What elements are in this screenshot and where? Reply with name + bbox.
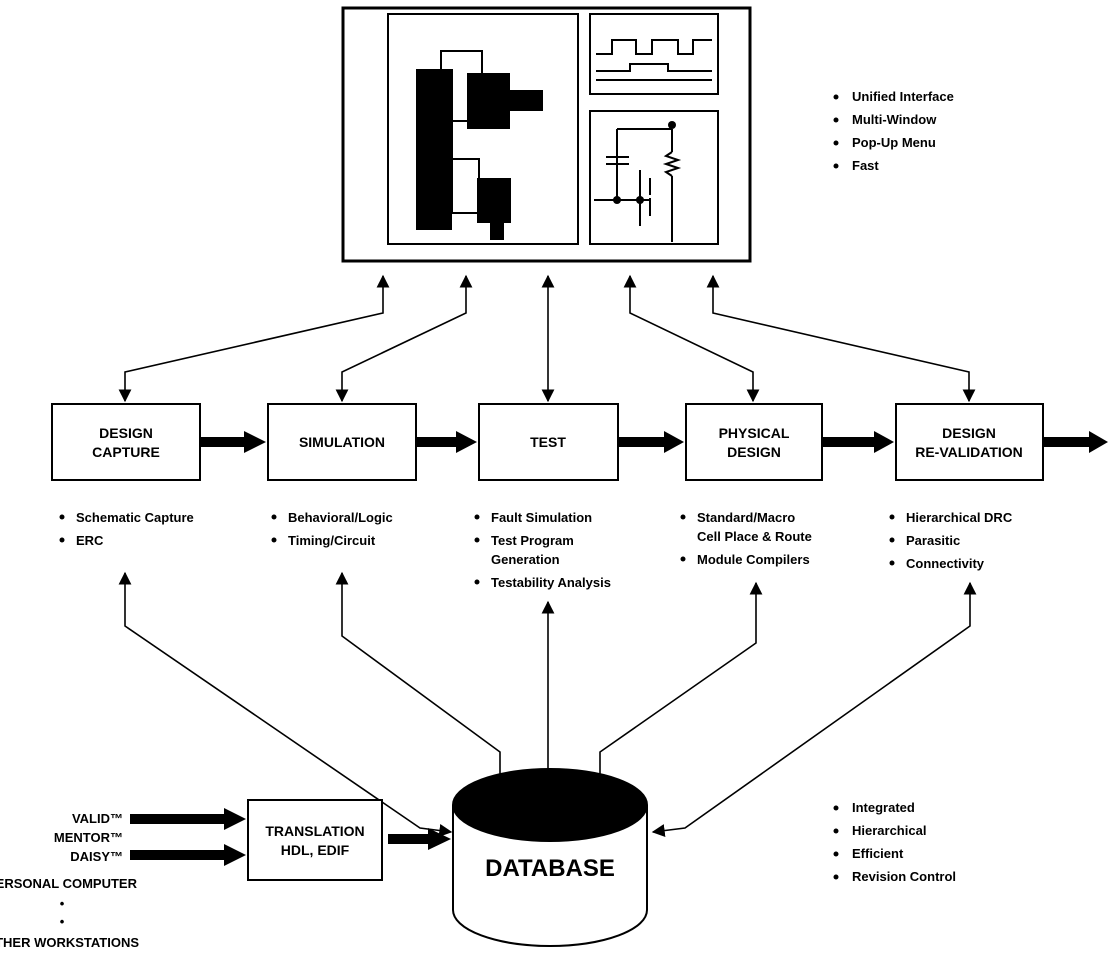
stage-bullets: Schematic Capture ERC Behavioral/Logic T…: [59, 510, 1013, 590]
stage-title: SIMULATION: [299, 434, 385, 450]
connector-arrow: [623, 274, 760, 403]
database-cylinder: DATABASE: [452, 768, 648, 947]
feature-item: Fast: [833, 158, 879, 173]
source-label: OTHER WORKSTATIONS: [0, 935, 139, 950]
stage-box-physical-design: [685, 403, 823, 481]
feature-label: Efficient: [852, 846, 904, 861]
feature-label: Hierarchical: [852, 823, 926, 838]
connector-arrow: [335, 571, 507, 797]
flow-arrow: [416, 431, 477, 453]
flow-arrow: [618, 431, 684, 453]
stage-title: DESIGN: [727, 444, 781, 460]
connector-arrow: [651, 581, 977, 837]
feature-item: Pop-Up Menu: [833, 135, 936, 150]
bullet-text: Test Program: [491, 533, 574, 548]
waveform-window: [589, 13, 719, 95]
source-label: PERSONAL COMPUTER: [0, 876, 138, 891]
source-dot: •: [60, 896, 65, 911]
connector-arrow: [118, 274, 390, 403]
connector-arrow: [593, 581, 763, 797]
workstation-display: Unified Interface Multi-Window Pop-Up Me…: [341, 6, 954, 263]
source-label: DAISY™: [70, 849, 123, 864]
translation-title: TRANSLATION: [265, 823, 364, 839]
bullet-text: Parasitic: [906, 533, 960, 548]
stage-box-simulation: [267, 403, 417, 481]
stage-box-design-revalidation: [895, 403, 1044, 481]
workstation-features: Unified Interface Multi-Window Pop-Up Me…: [833, 89, 954, 173]
stage-title: PHYSICAL: [719, 425, 790, 441]
feature-label: Revision Control: [852, 869, 956, 884]
feature-label: Fast: [852, 158, 879, 173]
connector-arrow: [118, 571, 453, 837]
stage-title: CAPTURE: [92, 444, 160, 460]
input-arrow: [130, 844, 246, 866]
bullet-text: ERC: [76, 533, 104, 548]
bullet-text: Standard/Macro: [697, 510, 795, 525]
stage-title: DESIGN: [942, 425, 996, 441]
connector-arrow: [335, 274, 473, 403]
feature-item: Unified Interface: [833, 89, 954, 104]
stage-boxes: DESIGN CAPTURE SIMULATION TEST PHYSICAL …: [51, 403, 1044, 481]
source-label: VALID™: [72, 811, 123, 826]
bullet-text: Schematic Capture: [76, 510, 194, 525]
bullet-text: Hierarchical DRC: [906, 510, 1013, 525]
translation-title: HDL, EDIF: [281, 842, 350, 858]
feature-label: Pop-Up Menu: [852, 135, 936, 150]
display-connectors: [118, 274, 976, 403]
bullet-text: Cell Place & Route: [697, 529, 812, 544]
bullet-text: Testability Analysis: [491, 575, 611, 590]
source-list: VALID™ MENTOR™ DAISY™ PERSONAL COMPUTER …: [0, 811, 139, 950]
flow-arrow: [1043, 431, 1108, 453]
bullet-text: Generation: [491, 552, 560, 567]
layout-window: [387, 13, 579, 245]
database-features: Integrated Hierarchical Efficient Revisi…: [833, 800, 956, 884]
flow-arrows: [200, 431, 1108, 453]
stage-title: TEST: [530, 434, 566, 450]
input-arrow: [130, 808, 246, 830]
stage-title: DESIGN: [99, 425, 153, 441]
translation-to-database-arrow: [388, 828, 451, 850]
stage-title: RE-VALIDATION: [915, 444, 1023, 460]
bullet-text: Timing/Circuit: [288, 533, 376, 548]
feature-label: Multi-Window: [852, 112, 937, 127]
input-arrows: [130, 808, 451, 866]
stage-box-design-capture: [51, 403, 201, 481]
bullet-text: Connectivity: [906, 556, 985, 571]
flow-arrow: [200, 431, 266, 453]
feature-label: Integrated: [852, 800, 915, 815]
feature-item: Multi-Window: [833, 112, 937, 127]
translation-box: TRANSLATION HDL, EDIF: [247, 799, 383, 881]
source-label: MENTOR™: [54, 830, 123, 845]
feature-label: Unified Interface: [852, 89, 954, 104]
bullet-text: Fault Simulation: [491, 510, 592, 525]
source-dot: •: [60, 914, 65, 929]
bullet-text: Behavioral/Logic: [288, 510, 393, 525]
circuit-window: [589, 110, 719, 245]
flow-arrow: [822, 431, 894, 453]
database-label: DATABASE: [485, 855, 615, 882]
bullet-text: Module Compilers: [697, 552, 810, 567]
connector-arrow: [706, 274, 976, 403]
